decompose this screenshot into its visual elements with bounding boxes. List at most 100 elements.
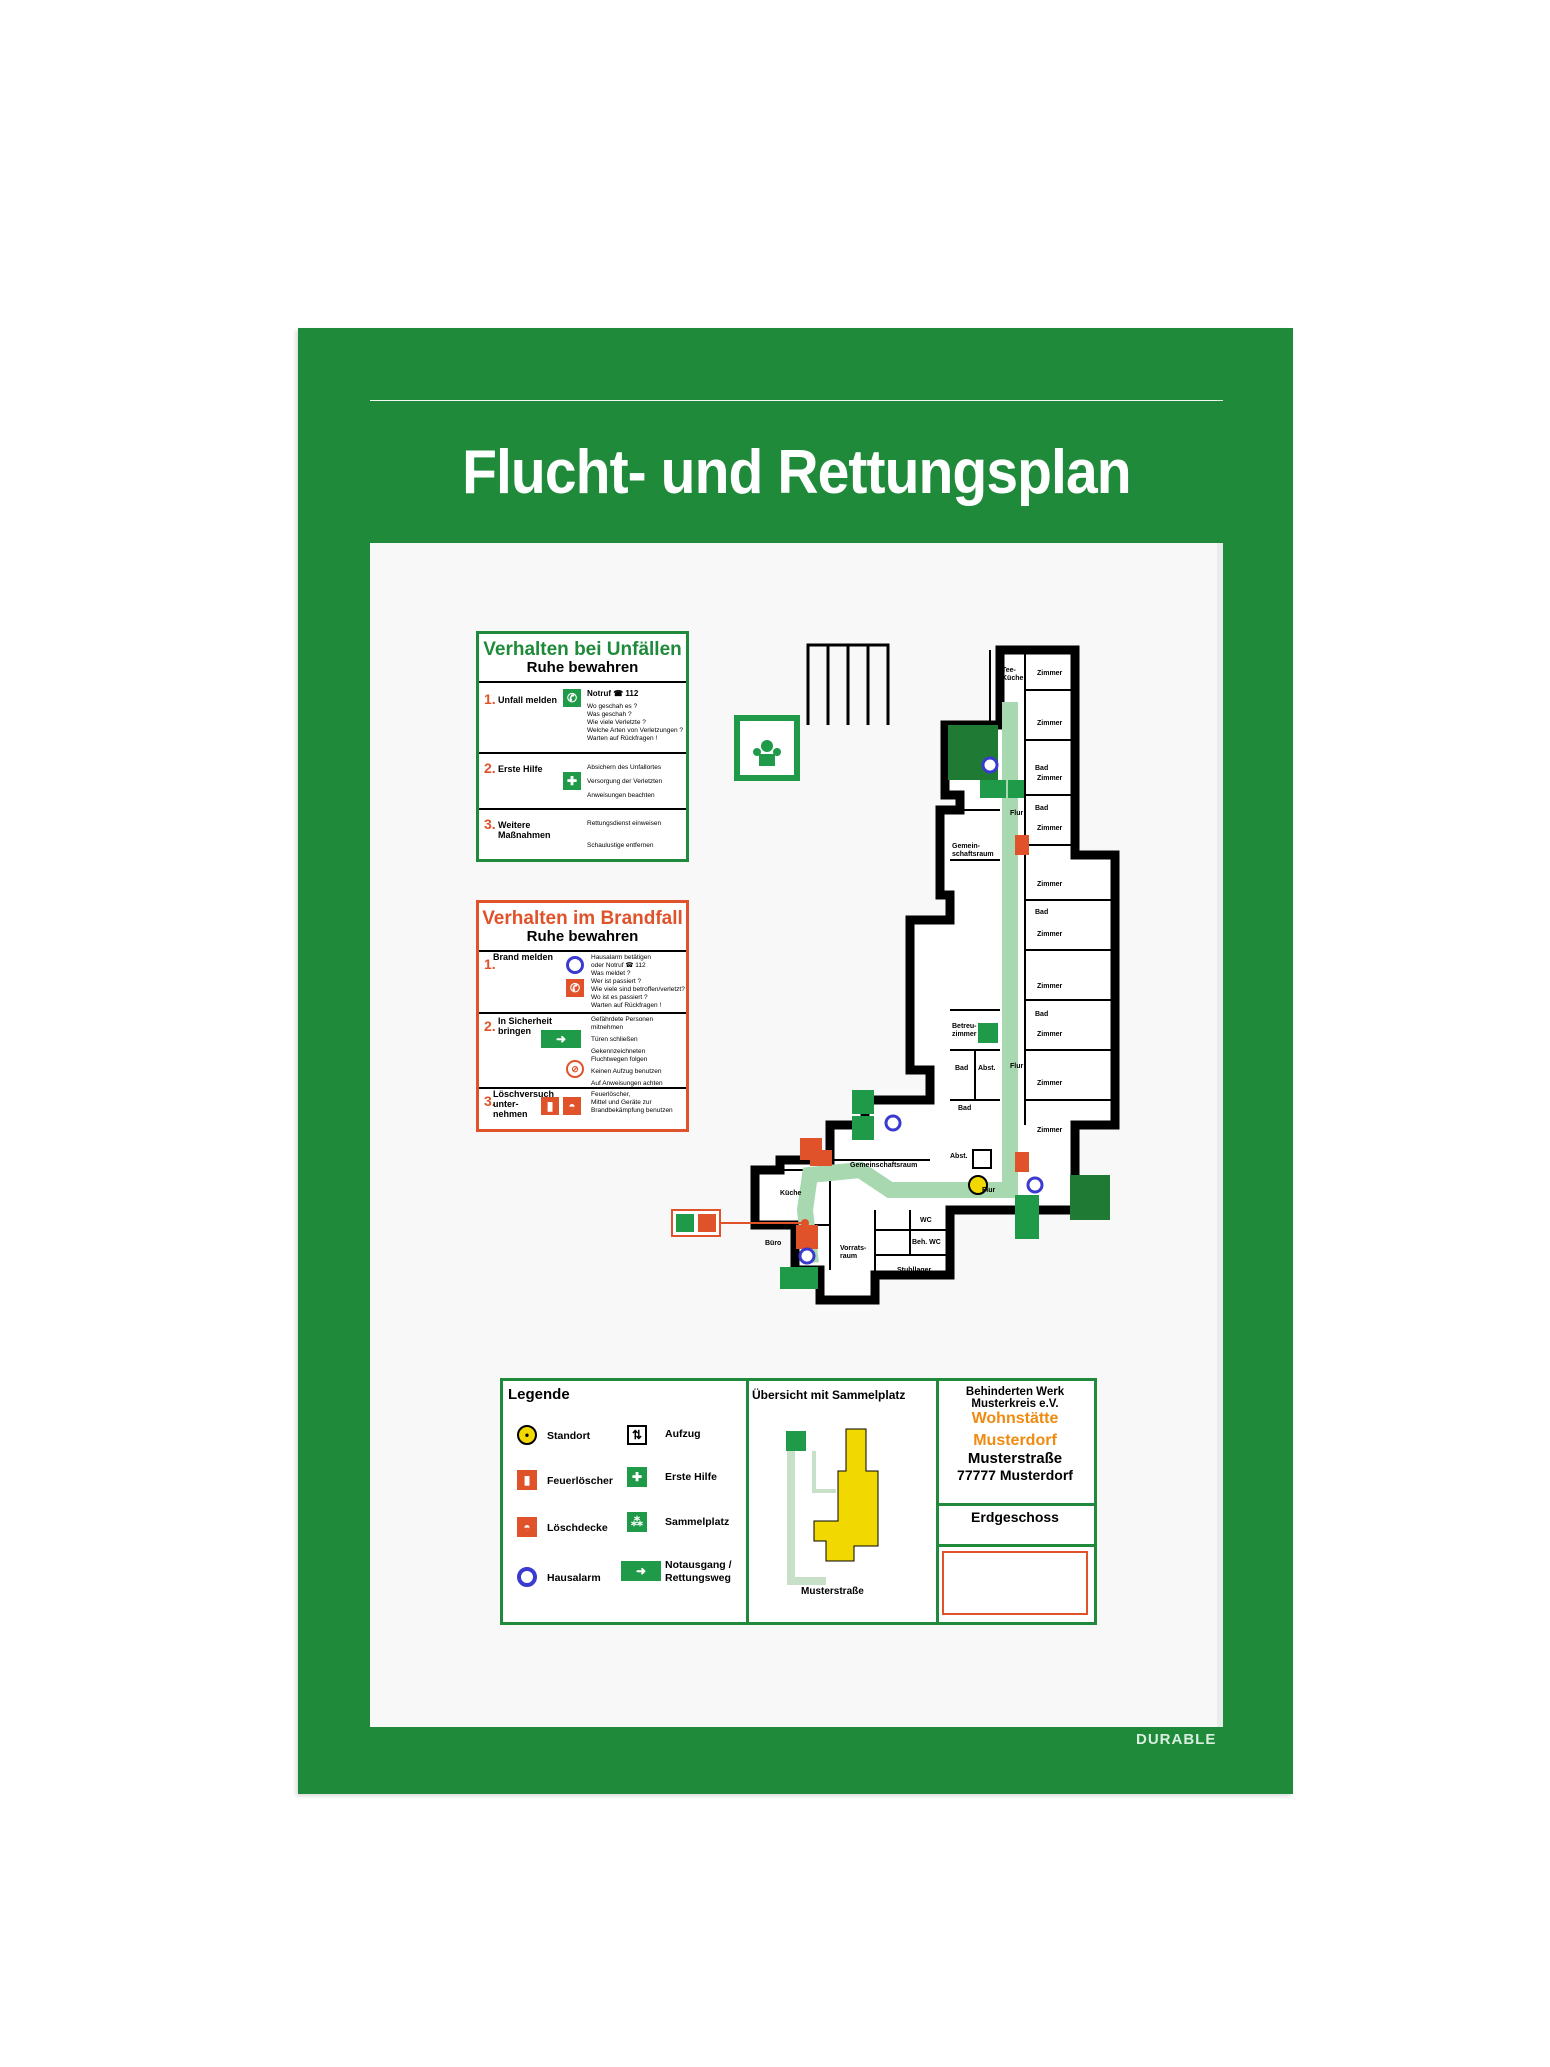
legend-label: Erste Hilfe <box>665 1471 717 1483</box>
room-zimmer: Zimmer <box>1037 983 1063 990</box>
step-line: Wie viele Verletzte ? <box>587 719 646 726</box>
room-beh-wc: Beh. WC <box>912 1239 941 1246</box>
room-zimmer: Zimmer <box>1037 720 1063 727</box>
fire-box-subtitle: Ruhe bewahren <box>526 928 639 945</box>
room-zimmer: Zimmer <box>1037 825 1063 832</box>
accident-box-subtitle: Ruhe bewahren <box>526 659 639 676</box>
floor-box: Erdgeschoss <box>936 1503 1094 1547</box>
step-line: Mittel und Geräte zur <box>591 1099 652 1106</box>
step-line: Auf Anweisungen achten <box>591 1080 663 1087</box>
step-line: Türen schließen <box>591 1036 638 1043</box>
room-zimmer: Zimmer <box>1037 670 1063 677</box>
room-bad: Bad <box>1035 765 1048 772</box>
legend-title: Legende <box>508 1386 570 1403</box>
step-line: Warten auf Rückfragen ! <box>591 1002 662 1009</box>
alarm-icon <box>566 956 584 974</box>
room-gemeinschaftsraum-small: Gemein-schaftsraum <box>952 843 994 858</box>
legend-label: Notausgang / Rettungsweg <box>665 1559 732 1584</box>
step-number: 2. <box>484 1018 496 1034</box>
inner-walls <box>780 650 1115 1275</box>
no-elevator-icon: ⊘ <box>566 1060 584 1078</box>
step-line: Was geschah ? <box>587 711 632 718</box>
room-zimmer: Zimmer <box>1037 775 1063 782</box>
step-line: Gekennzeichneten <box>591 1048 646 1055</box>
step-line: Rettungsdienst einweisen <box>587 820 662 827</box>
step-number: 1. <box>484 691 496 707</box>
step-label: Erste Hilfe <box>498 764 543 774</box>
room-gemeinschaftsraum: Gemeinschaftsraum <box>850 1162 917 1169</box>
city-address: 77777 Musterdorf <box>957 1467 1073 1483</box>
fire-box: Verhalten im Brandfall Ruhe bewahren 1. … <box>476 900 689 1132</box>
step-line: Wo geschah es ? <box>587 703 638 710</box>
step-line: oder Notruf ☎ 112 <box>591 962 646 969</box>
room-bad: Bad <box>955 1065 968 1072</box>
org-line1: Behinderten Werk <box>965 1386 1065 1398</box>
step-label: Weitere Maßnahmen <box>498 820 551 840</box>
room-tee-kueche: Tee-Küche <box>1002 667 1024 682</box>
phone-icon: ✆ <box>566 979 584 997</box>
hausalarm-icon <box>517 1567 537 1587</box>
step-number: 1. <box>484 956 496 972</box>
step-label: Löschversuch unter- nehmen <box>493 1089 555 1119</box>
step-line: Schaulustige entfernen <box>587 842 654 849</box>
legend-label: Feuerlöscher <box>547 1475 613 1487</box>
first-aid-icon: ✚ <box>563 772 581 790</box>
floor-label: Erdgeschoss <box>971 1509 1059 1525</box>
legend-label: Löschdecke <box>547 1522 608 1534</box>
title-bar: Flucht- und Rettungsplan <box>370 401 1223 543</box>
step-label: Unfall melden <box>498 695 558 705</box>
step-line: Absichern des Unfallortes <box>587 764 662 771</box>
brand-logo: DURABLE <box>1136 1731 1217 1748</box>
aufzug-icon: ⇅ <box>627 1425 647 1445</box>
page-title: Flucht- und Rettungsplan <box>462 437 1132 507</box>
bottom-panel: Legende • Standort ⇅ Aufzug ▮ Feuerlösch… <box>500 1378 1097 1625</box>
overview-title: Übersicht mit Sammelplatz <box>752 1388 906 1402</box>
stairwell-bottom <box>1070 1175 1110 1220</box>
step-line: Warten auf Rückfragen ! <box>587 735 658 742</box>
legend: Legende • Standort ⇅ Aufzug ▮ Feuerlösch… <box>503 1381 749 1622</box>
fire-box-title: Verhalten im Brandfall <box>482 908 683 929</box>
phone-icon: ✆ <box>563 689 581 707</box>
step-line: Wo ist es passiert ? <box>591 994 648 1001</box>
accident-box-title: Verhalten bei Unfällen <box>483 639 682 660</box>
step-line: Anweisungen beachten <box>587 792 655 799</box>
step-line: Hausalarm betätigen <box>591 954 651 961</box>
room-buero: Büro <box>765 1240 781 1247</box>
room-bad: Bad <box>958 1105 971 1112</box>
step-line: Wer ist passiert ? <box>591 978 642 985</box>
escape-route <box>796 702 1018 1264</box>
room-flur: Flur <box>982 1187 995 1194</box>
step-line: Wie viele sind betroffen/verletzt? <box>591 986 685 993</box>
room-stuhllager: Stuhllager <box>897 1267 932 1274</box>
legend-label: Hausalarm <box>547 1572 601 1584</box>
legend-label: Sammelplatz <box>665 1516 730 1528</box>
step-line: Gefährdete Personen <box>591 1016 654 1023</box>
step-line: mitnehmen <box>591 1024 624 1031</box>
step-line: Fluchtwegen folgen <box>591 1056 648 1063</box>
overview: Übersicht mit Sammelplatz Musterstraße <box>746 1381 939 1622</box>
room-abstell: Abst. <box>950 1153 968 1160</box>
assembly-point-icon <box>734 715 800 781</box>
street-address: Musterstraße <box>967 1450 1063 1467</box>
step-line: Keinen Aufzug benutzen <box>591 1068 662 1075</box>
external-signs <box>671 1209 809 1237</box>
room-bad: Bad <box>1035 805 1048 812</box>
plan-signs <box>780 756 1044 1289</box>
step-number: 2. <box>484 760 496 776</box>
standort-icon: • <box>517 1425 537 1445</box>
step-heading: Notruf ☎ 112 <box>587 689 639 698</box>
step-line: Welche Arten von Verletzungen ? <box>587 727 683 734</box>
erste-hilfe-icon: ✚ <box>627 1467 647 1487</box>
accident-box: Verhalten bei Unfällen Ruhe bewahren 1. … <box>476 631 689 862</box>
fire-extinguisher-icon: ▮ <box>541 1097 559 1115</box>
room-zimmer: Zimmer <box>1037 1031 1063 1038</box>
step-line: Was meldet ? <box>591 970 631 977</box>
legend-label: Standort <box>547 1430 591 1442</box>
stairs-outline <box>806 643 890 725</box>
empty-field <box>942 1551 1088 1615</box>
step-label: Brand melden <box>493 952 554 962</box>
escape-route-icon: ➜ <box>541 1030 581 1048</box>
info-panel: Behinderten Werk Musterkreis e.V. Wohnst… <box>936 1381 1094 1622</box>
notausgang-icon: ➜ <box>621 1561 661 1581</box>
room-zimmer: Zimmer <box>1037 931 1063 938</box>
